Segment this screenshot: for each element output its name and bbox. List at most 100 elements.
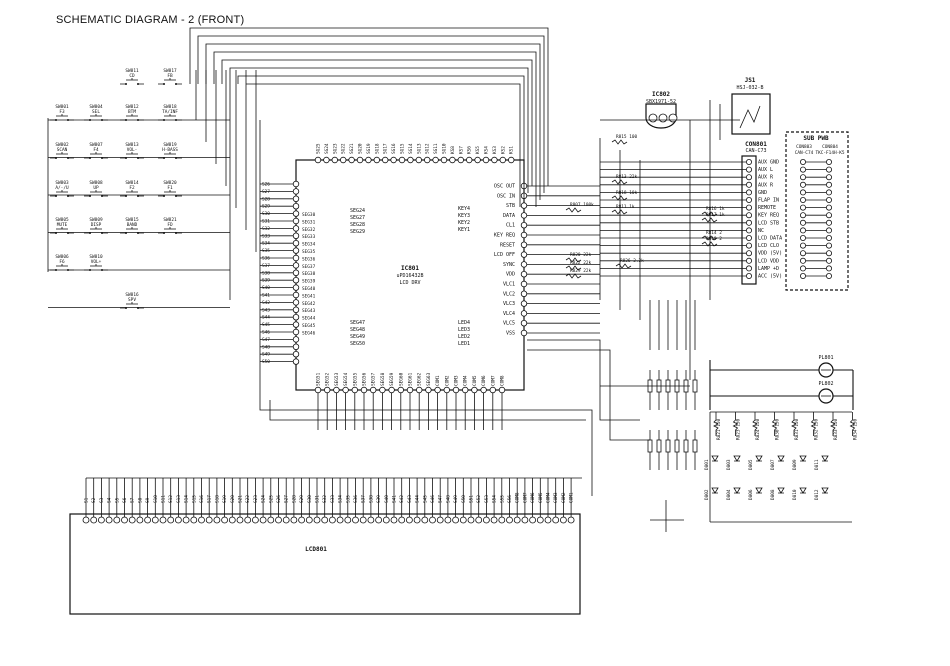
ic801-pin-left xyxy=(292,210,300,217)
led xyxy=(821,487,829,494)
ic801-pin-left xyxy=(292,188,300,195)
ic801-pin-left xyxy=(292,336,300,343)
ic801-pin-label: VLC4 xyxy=(503,311,515,317)
ic801-pin-right xyxy=(520,329,528,337)
lcd801-pin-label: S39 xyxy=(376,495,382,503)
js1-jack: JS1 HSJ-032-B xyxy=(731,77,771,135)
ic801-pin-top xyxy=(348,156,355,164)
ic801-pin-top xyxy=(424,156,431,164)
ic801-pin-label: S43 xyxy=(262,307,270,313)
led xyxy=(799,455,807,462)
ic801-inner-label: KEY1 xyxy=(458,227,470,233)
ic801-pin-left xyxy=(292,254,300,262)
lcd801-pin xyxy=(336,516,344,524)
ic801-pin-label: S33 xyxy=(262,233,270,239)
ic801-pin-top xyxy=(323,156,330,164)
switch-label: A/-/U xyxy=(55,185,69,191)
ic801-pin-label: KS6 xyxy=(467,146,473,154)
lcd801-pin-label: S33 xyxy=(330,495,336,503)
js1-ref: JS1 xyxy=(745,77,756,84)
ic801-pin-bottom xyxy=(342,386,349,394)
ic801-pin-label: COM2 xyxy=(444,375,450,386)
ic801-pin-label: COM4 xyxy=(463,375,469,386)
lcd801-pin-label: S37 xyxy=(361,495,367,503)
lcd801-pin xyxy=(121,516,128,524)
lcd801-pin-label: S23 xyxy=(253,495,259,503)
lcd801-pin xyxy=(405,516,413,524)
led xyxy=(799,487,807,494)
led xyxy=(733,487,741,494)
lcd801-pin xyxy=(459,516,467,524)
lcd801-pin xyxy=(490,516,498,524)
lcd801-pin xyxy=(352,516,359,524)
ic801-pin-label: SEG60 xyxy=(398,372,404,386)
lcd801-pin xyxy=(113,516,121,524)
con803-pin xyxy=(800,204,807,211)
ic801-pin-top xyxy=(440,156,448,164)
ic801-pin-label: SG12 xyxy=(425,143,431,154)
resistor-label: R819 2 xyxy=(706,236,722,242)
ic801-inner-label: SEG50 xyxy=(350,341,365,347)
lcd801-pin-label: S27 xyxy=(284,495,290,503)
ic801-pin-label: VLC5 xyxy=(503,321,515,327)
lcd801-pin xyxy=(98,516,105,524)
ic802: IC802 SBX1971-52 xyxy=(645,91,678,129)
led-label: D807 xyxy=(770,459,776,470)
lcd801-pin xyxy=(275,516,282,524)
lcd801-pin-label: S17 xyxy=(207,495,213,503)
lcd801-pin-label: S52 xyxy=(476,495,482,503)
led-resistor-label: R821 150 xyxy=(716,418,722,440)
ic801-pin-label: SG22 xyxy=(341,143,347,154)
ic801-pin-bottom xyxy=(406,386,414,394)
ic801-inner-label: SEG39 xyxy=(302,279,316,285)
con803-pin xyxy=(800,189,807,196)
ic801-pin-left xyxy=(292,343,300,350)
ic801-inner-label: SEG47 xyxy=(350,320,365,326)
con804-pin xyxy=(826,265,833,272)
lcd801-pin xyxy=(467,516,475,524)
lcd801-pin-label: S9 xyxy=(145,497,151,503)
ic801-pin-bottom xyxy=(370,386,377,394)
con801-pin xyxy=(746,227,753,234)
switch-label: F2 xyxy=(129,185,135,191)
switch-ref: SW807 xyxy=(89,142,103,148)
ic801-pin-left xyxy=(292,269,300,276)
ic801-pin-label: LCD OFF xyxy=(494,252,515,258)
ic801-pin-bottom xyxy=(452,386,460,394)
con801-pin xyxy=(746,219,753,226)
ic801-pin-top xyxy=(474,156,481,164)
ic801-pin-left xyxy=(292,277,300,284)
ic801-inner-label: SEG45 xyxy=(302,323,316,329)
ic801-pin-left xyxy=(292,314,300,321)
led-label: D810 xyxy=(792,489,798,500)
con801-pin xyxy=(746,158,753,165)
switch-ref: SW801 xyxy=(55,104,69,110)
lcd801-ref: LCD801 xyxy=(305,546,327,553)
switch-ref: SW809 xyxy=(89,217,103,223)
resistor-label: R807 100k xyxy=(570,202,594,208)
ic801-pin-bottom xyxy=(333,386,340,394)
lcd801-pin xyxy=(213,516,221,524)
lcd801-pin xyxy=(506,516,513,524)
ic801-ref: IC801 xyxy=(401,265,419,272)
lcd801-pin xyxy=(313,516,321,524)
con801-pin-label: AUX L xyxy=(758,167,773,173)
ic801-pin-label: S44 xyxy=(262,315,270,321)
con801-pin-label: LCD STB xyxy=(758,220,779,226)
lcd801-pin-label: S8 xyxy=(137,497,143,503)
lcd801-pin xyxy=(567,516,575,524)
ic801-pin-label: SG14 xyxy=(408,143,414,154)
con801-pin xyxy=(746,242,753,249)
lcd801-pin xyxy=(128,516,136,524)
lcd801-pin xyxy=(105,516,113,524)
ic801-pin-label: S27 xyxy=(262,189,270,195)
lcd801-pin-label: S46 xyxy=(430,495,436,503)
ic801-pin-left xyxy=(292,217,300,225)
